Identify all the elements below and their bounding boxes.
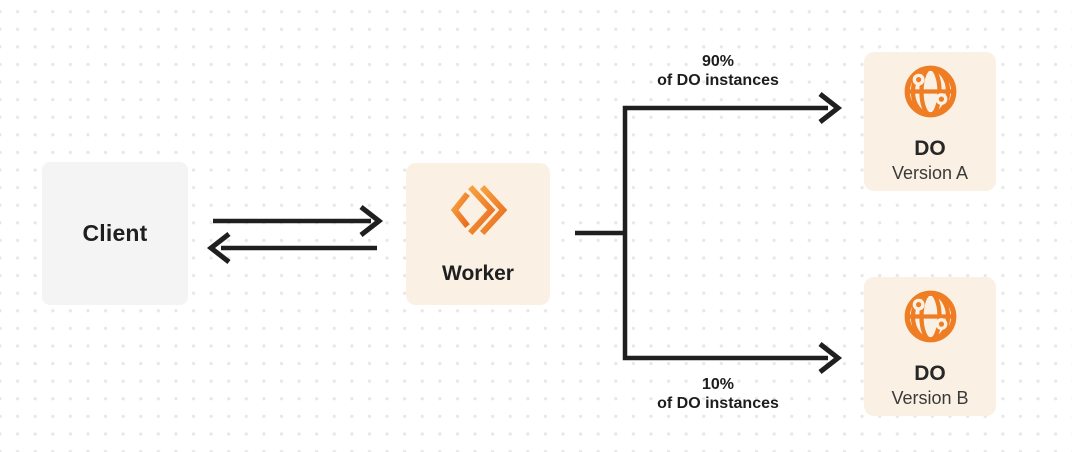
worker-label: Worker xyxy=(442,261,514,285)
edge-label-90-percent: 90% of DO instances xyxy=(608,52,828,90)
edge-label-10-percent-caption: of DO instances xyxy=(657,395,779,412)
globe-icon xyxy=(902,63,959,120)
connector-split-branch xyxy=(622,105,828,361)
arrow-worker-to-client xyxy=(206,232,377,264)
edge-label-90-percent-caption: of DO instances xyxy=(657,72,779,89)
globe-icon xyxy=(902,288,959,345)
edge-label-10-percent-value: 10% xyxy=(701,376,735,393)
arrowhead-to-do-a xyxy=(818,92,843,124)
workers-chevrons-icon xyxy=(450,183,507,238)
do-b-subtitle: Version B xyxy=(891,388,969,409)
edge-label-10-percent: 10% of DO instances xyxy=(608,375,828,413)
do-a-subtitle: Version A xyxy=(891,163,969,184)
do-b-title: DO xyxy=(914,362,946,386)
arrowhead-to-do-b xyxy=(818,342,843,374)
client-label: Client xyxy=(82,220,148,246)
do-a-title: DO xyxy=(914,137,946,161)
edge-label-90-percent-value: 90% xyxy=(701,53,735,70)
node-worker: Worker xyxy=(406,163,550,305)
node-client: Client xyxy=(42,162,188,305)
node-do-version-b: DO Version B xyxy=(864,277,996,416)
arrow-client-to-worker xyxy=(213,205,384,237)
node-do-version-a: DO Version A xyxy=(864,52,996,191)
